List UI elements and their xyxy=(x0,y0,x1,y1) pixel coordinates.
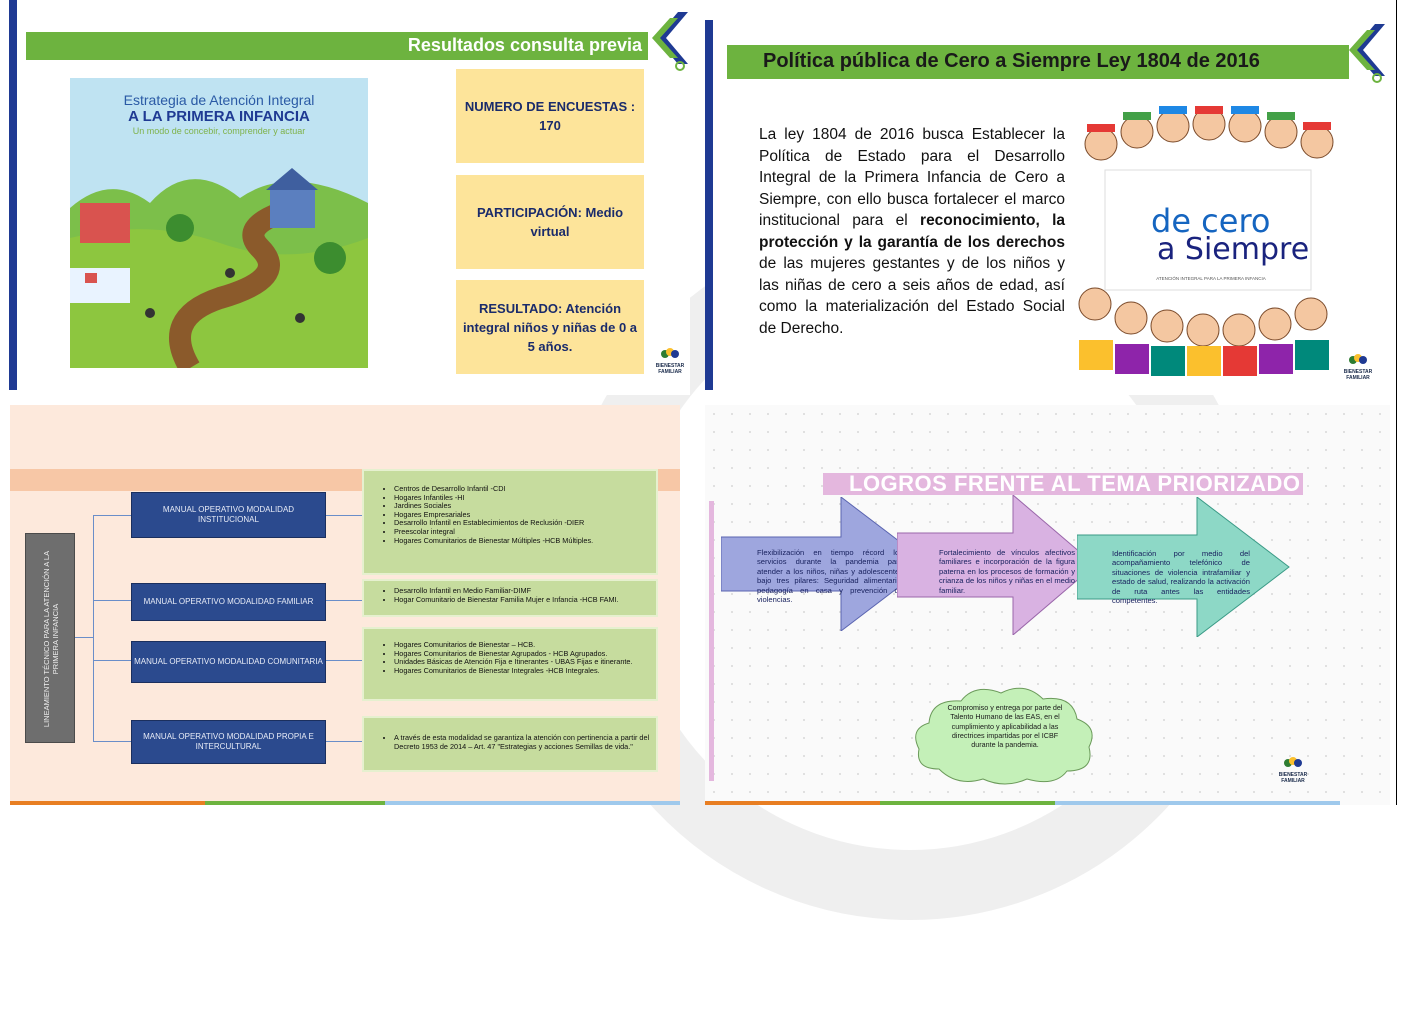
list-item: Jardines Sociales xyxy=(394,502,650,511)
connector-root xyxy=(75,637,93,638)
ley-text-2: de las mujeres gestantes y de los niños … xyxy=(759,255,1065,337)
list-intercultural: A través de esta modalidad se garantiza … xyxy=(362,716,658,772)
cover-line3: Un modo de concebir, comprender y actuar xyxy=(132,126,306,136)
connector-g2 xyxy=(326,600,362,601)
bienestar-logo-icon xyxy=(661,348,679,358)
cloud-text: Compromiso y entrega por parte del Talen… xyxy=(947,703,1063,750)
cover-line2: A LA PRIMERA INFANCIA xyxy=(128,108,310,125)
cero-logo-line2: a Siempre xyxy=(1157,232,1310,267)
arrow-1-shape xyxy=(721,497,930,631)
list-item: Hogares Empresariales xyxy=(394,510,650,520)
slide-header-bar: Resultados consulta previa xyxy=(26,32,648,60)
slide-title: Política pública de Cero a Siempre Ley 1… xyxy=(763,50,1260,72)
arrow-2-text: Fortalecimiento de vínculos afectivos fa… xyxy=(939,548,1075,595)
list-item: A través de esta modalidad se garantiza … xyxy=(394,733,650,751)
manual-familiar: MANUAL OPERATIVO MODALIDAD FAMILIAR xyxy=(131,583,326,621)
ley-paragraph: La ley 1804 de 2016 busca Establecer la … xyxy=(759,124,1065,339)
cloud-shape xyxy=(915,687,1093,785)
arrow-2-shape xyxy=(897,495,1096,635)
list-item: Hogares Comunitarios de Bienestar Múltip… xyxy=(394,536,650,546)
connector-g4 xyxy=(326,741,362,742)
list-item: Hogares Comunitarios de Bienestar – HCB. xyxy=(394,640,650,650)
cero-logo-line1: de cero xyxy=(1151,202,1271,240)
connector-trunk xyxy=(93,515,94,741)
connector-2 xyxy=(93,600,131,601)
connector-1 xyxy=(93,515,131,516)
footer-strip-blue xyxy=(385,801,680,805)
list-item: Hogares Comunitarios de Bienestar Integr… xyxy=(394,666,650,676)
lineamiento-root-label: LINEAMIENTO TÉCNICO PARA LA ATENCIÓN A L… xyxy=(42,550,60,728)
cero-tagline: ATENCIÓN INTEGRAL PARA LA PRIMERA INFANC… xyxy=(1156,276,1266,281)
ley-text-bold: reconocimiento, la protección y la garan… xyxy=(759,212,1065,251)
bienestar-logo-text: BIENESTAR FAMILIAR xyxy=(1278,772,1308,784)
slide-accent-bar xyxy=(9,0,17,390)
connector-3 xyxy=(93,660,131,661)
footer-strip-green xyxy=(880,801,1055,805)
list-item: Preescolar integral xyxy=(394,527,650,537)
manual-comunitaria: MANUAL OPERATIVO MODALIDAD COMUNITARIA xyxy=(131,641,326,683)
connector-4 xyxy=(93,741,131,742)
participacion-box: PARTICIPACIÓN: Medio virtual xyxy=(456,175,644,269)
cover-line1: Estrategia de Atención Integral xyxy=(123,92,315,108)
arrow-3-shape xyxy=(1077,497,1290,637)
list-item: Hogar Comunitario de Bienestar Familia M… xyxy=(394,595,650,605)
connector-g1 xyxy=(326,515,362,516)
footer-strip-blue xyxy=(1055,801,1340,805)
page-border xyxy=(1396,0,1397,805)
icbf-chevron-logo-icon xyxy=(1349,24,1385,83)
list-institucional: Centros de Desarrollo Infantil -CDI Hoga… xyxy=(362,469,658,575)
slide-title: LOGROS FRENTE AL TEMA PRIORIZADO xyxy=(849,471,1301,496)
list-comunitaria: Hogares Comunitarios de Bienestar – HCB.… xyxy=(362,627,658,701)
list-item: Centros de Desarrollo Infantil -CDI xyxy=(394,484,650,494)
footer-strip-orange xyxy=(10,801,205,805)
landscape-image xyxy=(70,168,368,368)
bienestar-logo-icon xyxy=(1349,354,1367,364)
slide-logros: LOGROS FRENTE AL TEMA PRIORIZADO Flexibi… xyxy=(705,405,1390,805)
icbf-chevron-logo-icon xyxy=(652,12,688,71)
slide-politica-publica: Política pública de Cero a Siempre Ley 1… xyxy=(705,0,1390,395)
manual-institucional: MANUAL OPERATIVO MODALIDAD INSTITUCIONAL xyxy=(131,492,326,538)
slide-header-bar: Política pública de Cero a Siempre Ley 1… xyxy=(727,45,1349,79)
connector-g3 xyxy=(326,660,362,661)
arrow-1-text: Flexibilización en tiempo récord los ser… xyxy=(757,548,903,605)
lineamiento-root-box: LINEAMIENTO TÉCNICO PARA LA ATENCIÓN A L… xyxy=(25,533,75,743)
encuestas-box: NUMERO DE ENCUESTAS : 170 xyxy=(456,69,644,163)
resultado-box: RESULTADO: Atención integral niños y niñ… xyxy=(456,280,644,374)
list-item: Desarrollo Infantil en Establecimientos … xyxy=(394,519,650,528)
slide-lineamiento-tecnico: LINEAMIENTO TÉCNICO PARA LA ATENCIÓN A L… xyxy=(10,405,680,805)
footer-strip-orange xyxy=(705,801,880,805)
bienestar-logo-text: BIENESTAR FAMILIAR xyxy=(655,363,685,375)
cero-siempre-image: de cero a Siempre ATENCIÓN INTEGRAL PARA… xyxy=(1071,104,1347,386)
footer-strip-green xyxy=(205,801,385,805)
bienestar-logo-icon xyxy=(1284,757,1302,767)
cover-illustration: Estrategia de Atención Integral A LA PRI… xyxy=(70,78,368,368)
slide-resultados-consulta: Resultados consulta previa Estrategia de… xyxy=(0,0,690,395)
list-item: Hogares Infantiles -HI xyxy=(394,493,650,503)
title-band: LOGROS FRENTE AL TEMA PRIORIZADO xyxy=(823,471,1303,496)
list-item: Unidades Básicas de Atención Fija e Itin… xyxy=(394,658,650,667)
left-accent-bar xyxy=(709,501,714,781)
list-familiar: Desarrollo Infantil en Medio Familiar-DI… xyxy=(362,579,658,617)
list-item: Desarrollo Infantil en Medio Familiar-DI… xyxy=(394,586,650,596)
slide-accent-bar xyxy=(705,20,713,390)
list-item: Hogares Comunitarios de Bienestar Agrupa… xyxy=(394,649,650,659)
bienestar-logo-text: BIENESTAR FAMILIAR xyxy=(1343,369,1373,381)
arrow-3-text: Identificación por medio del acompañamie… xyxy=(1112,549,1250,606)
slide-title: Resultados consulta previa xyxy=(407,35,642,55)
children-illustration xyxy=(1078,106,1334,376)
manual-intercultural: MANUAL OPERATIVO MODALIDAD PROPIA E INTE… xyxy=(131,720,326,764)
ley-text-1: La ley 1804 de 2016 busca Establecer la … xyxy=(759,126,1065,229)
